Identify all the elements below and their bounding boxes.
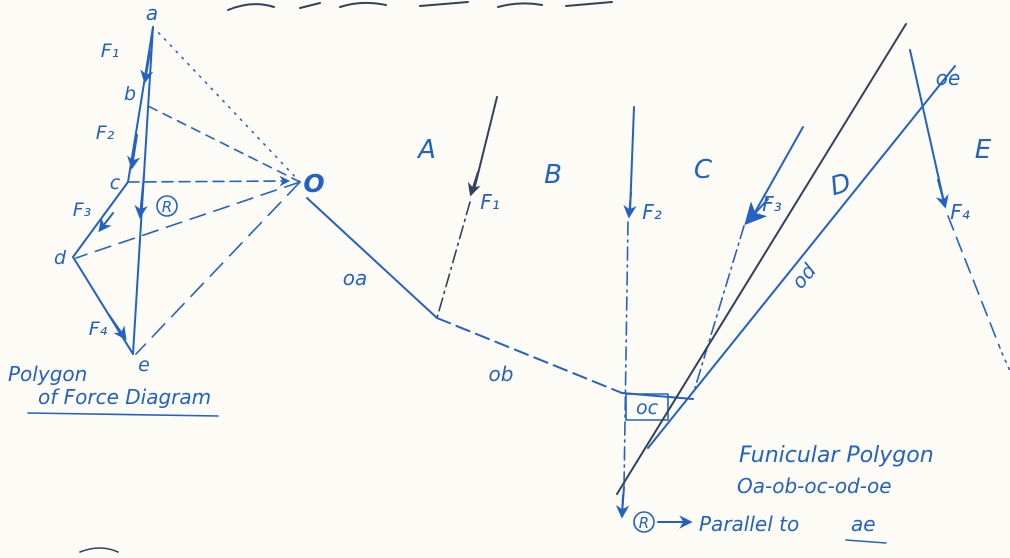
vertex-label-e: e — [138, 354, 150, 376]
top-stroke — [299, 2, 321, 9]
f4-action-line-dots — [1001, 352, 1010, 372]
note-parallel-text: Parallel to — [699, 512, 799, 536]
resultant-arrow — [615, 494, 630, 519]
note-funicular-title: Funicular Polygon — [739, 443, 934, 468]
f2-arrow — [127, 134, 141, 170]
pole-label-O: O — [303, 169, 324, 198]
top-stroke — [227, 3, 275, 11]
resultant-arrow — [134, 174, 148, 219]
f2-action-line-dashdot — [623, 221, 629, 488]
force-label-f3: F₃ — [762, 192, 782, 216]
ray-label-od: od — [786, 259, 821, 294]
ray-Oa — [155, 29, 301, 183]
space-label-E: E — [975, 135, 992, 165]
f1-arrow — [140, 51, 154, 84]
resultant-circle — [633, 511, 655, 533]
top-stroke — [419, 1, 469, 7]
vertex-label-c: c — [110, 172, 121, 194]
f4-arrow — [108, 314, 127, 341]
note-ray-sequence: Oa-ob-oc-od-oe — [737, 474, 892, 498]
force-label-f3: F₃ — [73, 199, 92, 221]
top-stroke — [497, 2, 543, 8]
vertex-label-b: b — [124, 83, 136, 105]
f3-line — [753, 126, 804, 215]
ray-Oe — [135, 181, 301, 355]
resultant-circle — [156, 195, 178, 217]
force-label-f1: F₁ — [480, 190, 500, 214]
note-parallel-ref: ae — [851, 512, 876, 536]
space-label-C: C — [694, 155, 713, 185]
parallel-ref-underline — [845, 539, 887, 544]
ray-oe-extended-line — [616, 23, 907, 495]
ray-ob-line — [436, 317, 623, 394]
bottom-cutoff-stroke — [79, 547, 119, 553]
force-label-f4: F₄ — [950, 200, 970, 224]
f4-line — [909, 49, 945, 203]
ray-Od — [75, 181, 301, 259]
ray-od-line — [647, 65, 956, 449]
f1-arrow — [467, 171, 481, 197]
ray-oa-line — [306, 197, 438, 319]
f2-arrow — [623, 192, 637, 219]
f4-action-line-dashed — [947, 215, 1001, 349]
force-label-f2: F₂ — [642, 200, 662, 224]
vertex-label-a: a — [146, 1, 158, 25]
ray-label-oa: oa — [343, 266, 368, 290]
ray-Ob — [143, 103, 301, 183]
resultant-label: R — [162, 198, 172, 216]
caption-underline — [27, 412, 219, 417]
vertex-label-d: d — [54, 247, 67, 269]
top-stroke — [339, 1, 387, 8]
ray-label-oc: oc — [636, 397, 659, 419]
resultant-label: R — [639, 514, 649, 532]
f1-action-line-dashdot — [436, 201, 471, 319]
f3-action-line-dashdot — [694, 225, 745, 389]
force-polygon-diagram: R a b c d e O F₁ F₂ F₃ F₄ Polygon of For… — [8, 1, 325, 417]
f4-arrow — [935, 179, 949, 209]
oc-label-box — [625, 393, 669, 421]
force-label-f2: F₂ — [96, 122, 115, 144]
funicular-polygon-diagram: A B C D E F₁ F₂ F₃ F₄ oa ob oc — [306, 23, 1010, 544]
ray-label-oe: oe — [936, 66, 961, 90]
caption-line2: of Force Diagram — [38, 385, 211, 409]
caption-line1: Polygon — [8, 362, 87, 386]
force-label-f4: F₄ — [89, 318, 108, 340]
space-label-B: B — [544, 160, 562, 190]
top-stroke — [565, 1, 613, 7]
top-cutoff-strokes — [79, 1, 613, 553]
force-label-f1: F₁ — [101, 40, 120, 62]
ray-Oc — [127, 175, 291, 187]
f3-arrow — [744, 198, 769, 226]
f3-arrow — [98, 212, 114, 233]
space-label-A: A — [416, 135, 436, 165]
ray-label-ob: ob — [489, 362, 514, 386]
